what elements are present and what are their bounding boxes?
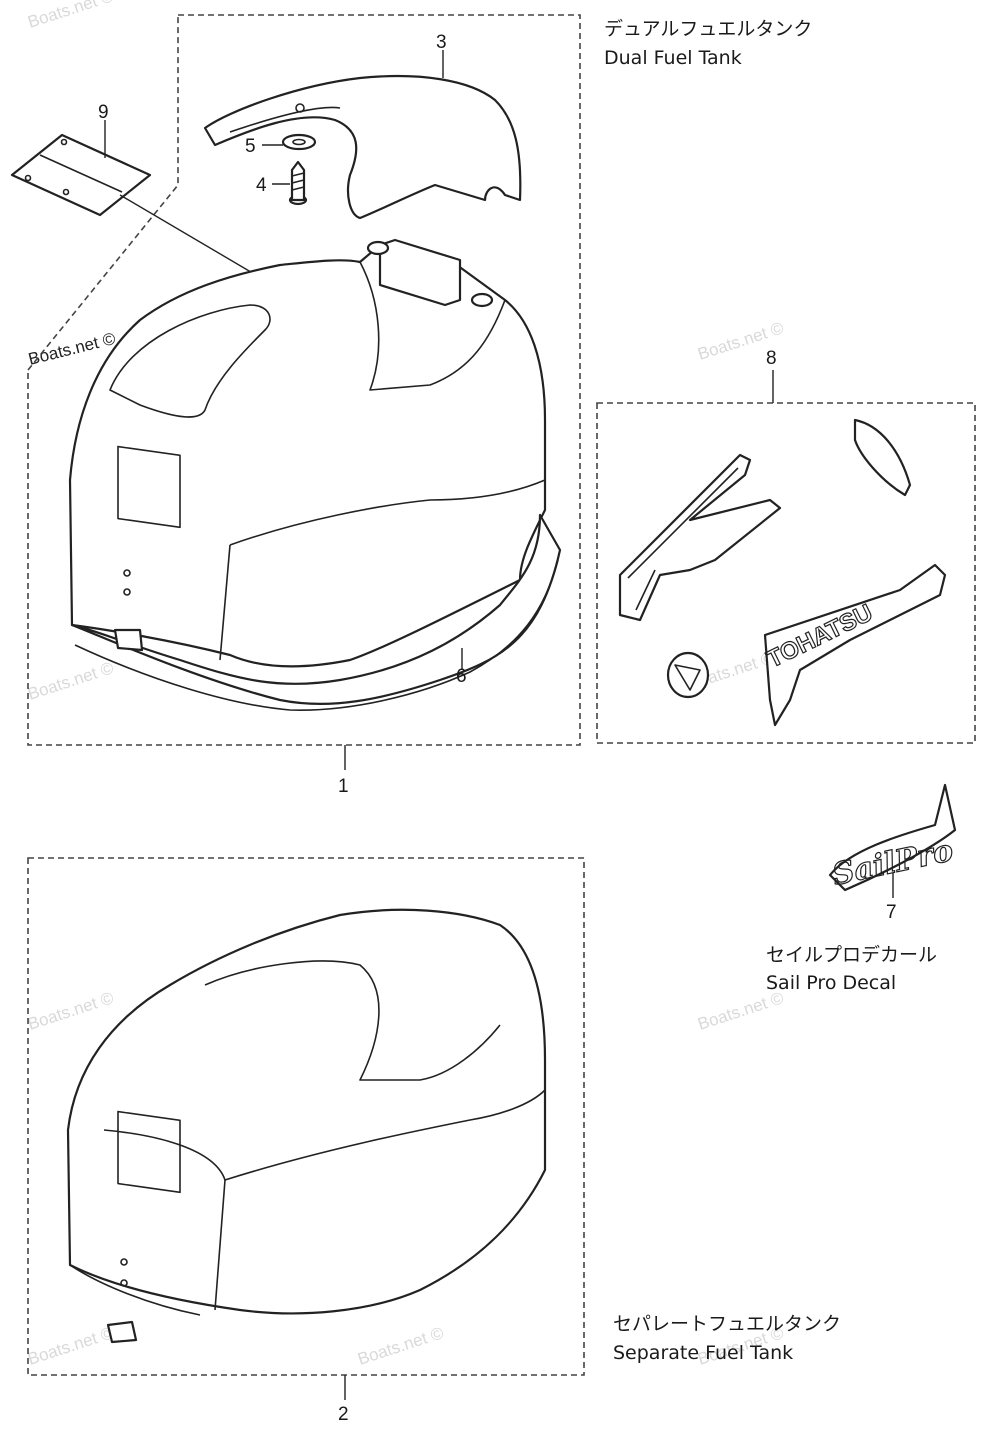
decal-set-part-8[interactable]: TOHATSU (618, 418, 947, 727)
caption-dual-fuel-tank: Dual Fuel Tank (604, 47, 742, 69)
washer-part-5[interactable] (281, 133, 317, 151)
caption-dual-fuel-tank-jp: デュアルフュエルタンク (604, 18, 812, 40)
callout-6: 6 (456, 666, 467, 687)
engine-cowling-part-1[interactable] (68, 238, 547, 668)
engine-cowling-part-2[interactable] (66, 908, 547, 1344)
seal-part-6[interactable] (70, 513, 562, 711)
watermark: Boats.net © (25, 0, 116, 32)
watermark: Boats.net © (355, 1323, 446, 1369)
watermark: Boats.net © (25, 658, 116, 704)
callout-3: 3 (436, 32, 447, 53)
screw-part-4[interactable] (288, 160, 308, 206)
watermark: Boats.net © (25, 988, 116, 1034)
callout-5: 5 (245, 136, 256, 157)
callout-8: 8 (766, 348, 777, 369)
callout-4: 4 (256, 175, 267, 196)
callout-2: 2 (338, 1404, 349, 1425)
caption-separate-fuel-tank: Separate Fuel Tank (613, 1342, 793, 1364)
decal-set-group-border (596, 402, 976, 744)
caption-sail-pro-decal-jp: セイルプロデカール (766, 944, 937, 966)
dual-fuel-tank-group-border (27, 14, 581, 746)
cover-insert-part-3[interactable] (203, 74, 522, 220)
separate-fuel-tank-group-border (27, 857, 585, 1376)
label-plate-part-9[interactable] (10, 133, 152, 217)
caption-sail-pro-decal: Sail Pro Decal (766, 972, 896, 994)
callout-9: 9 (98, 102, 109, 123)
watermark: Boats.net © (695, 988, 786, 1034)
watermark: Boats.net © (25, 1323, 116, 1369)
callout-1: 1 (338, 776, 349, 797)
caption-separate-fuel-tank-jp: セパレートフュエルタンク (613, 1313, 841, 1335)
callout-7: 7 (886, 902, 897, 923)
